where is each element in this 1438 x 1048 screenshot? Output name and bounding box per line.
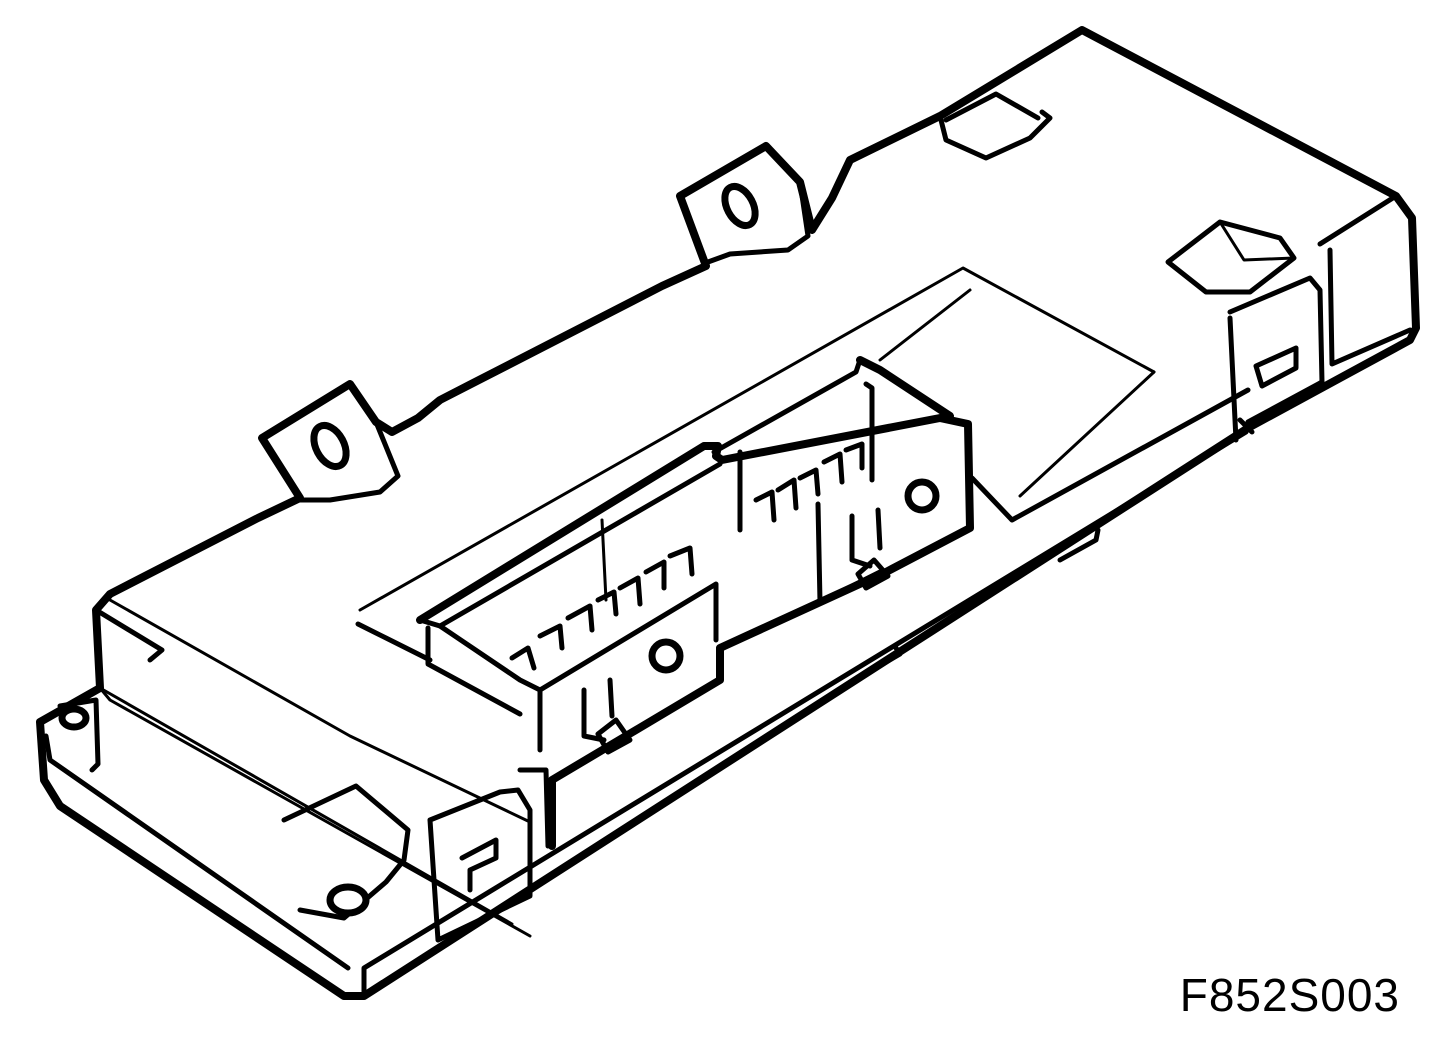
- connector-socket-1: [416, 414, 974, 850]
- top-deck: [93, 91, 1325, 926]
- mounting-hole-front: [57, 697, 411, 921]
- housing-outline: [36, 26, 1420, 1000]
- edge-clips: [859, 417, 1255, 679]
- figure-code: F852S003: [1179, 969, 1400, 1021]
- connector-socket-2: [711, 356, 954, 605]
- mounting-tab-middle: [677, 143, 811, 265]
- front-bracket: [427, 767, 551, 943]
- mounting-tab-left: [259, 381, 401, 503]
